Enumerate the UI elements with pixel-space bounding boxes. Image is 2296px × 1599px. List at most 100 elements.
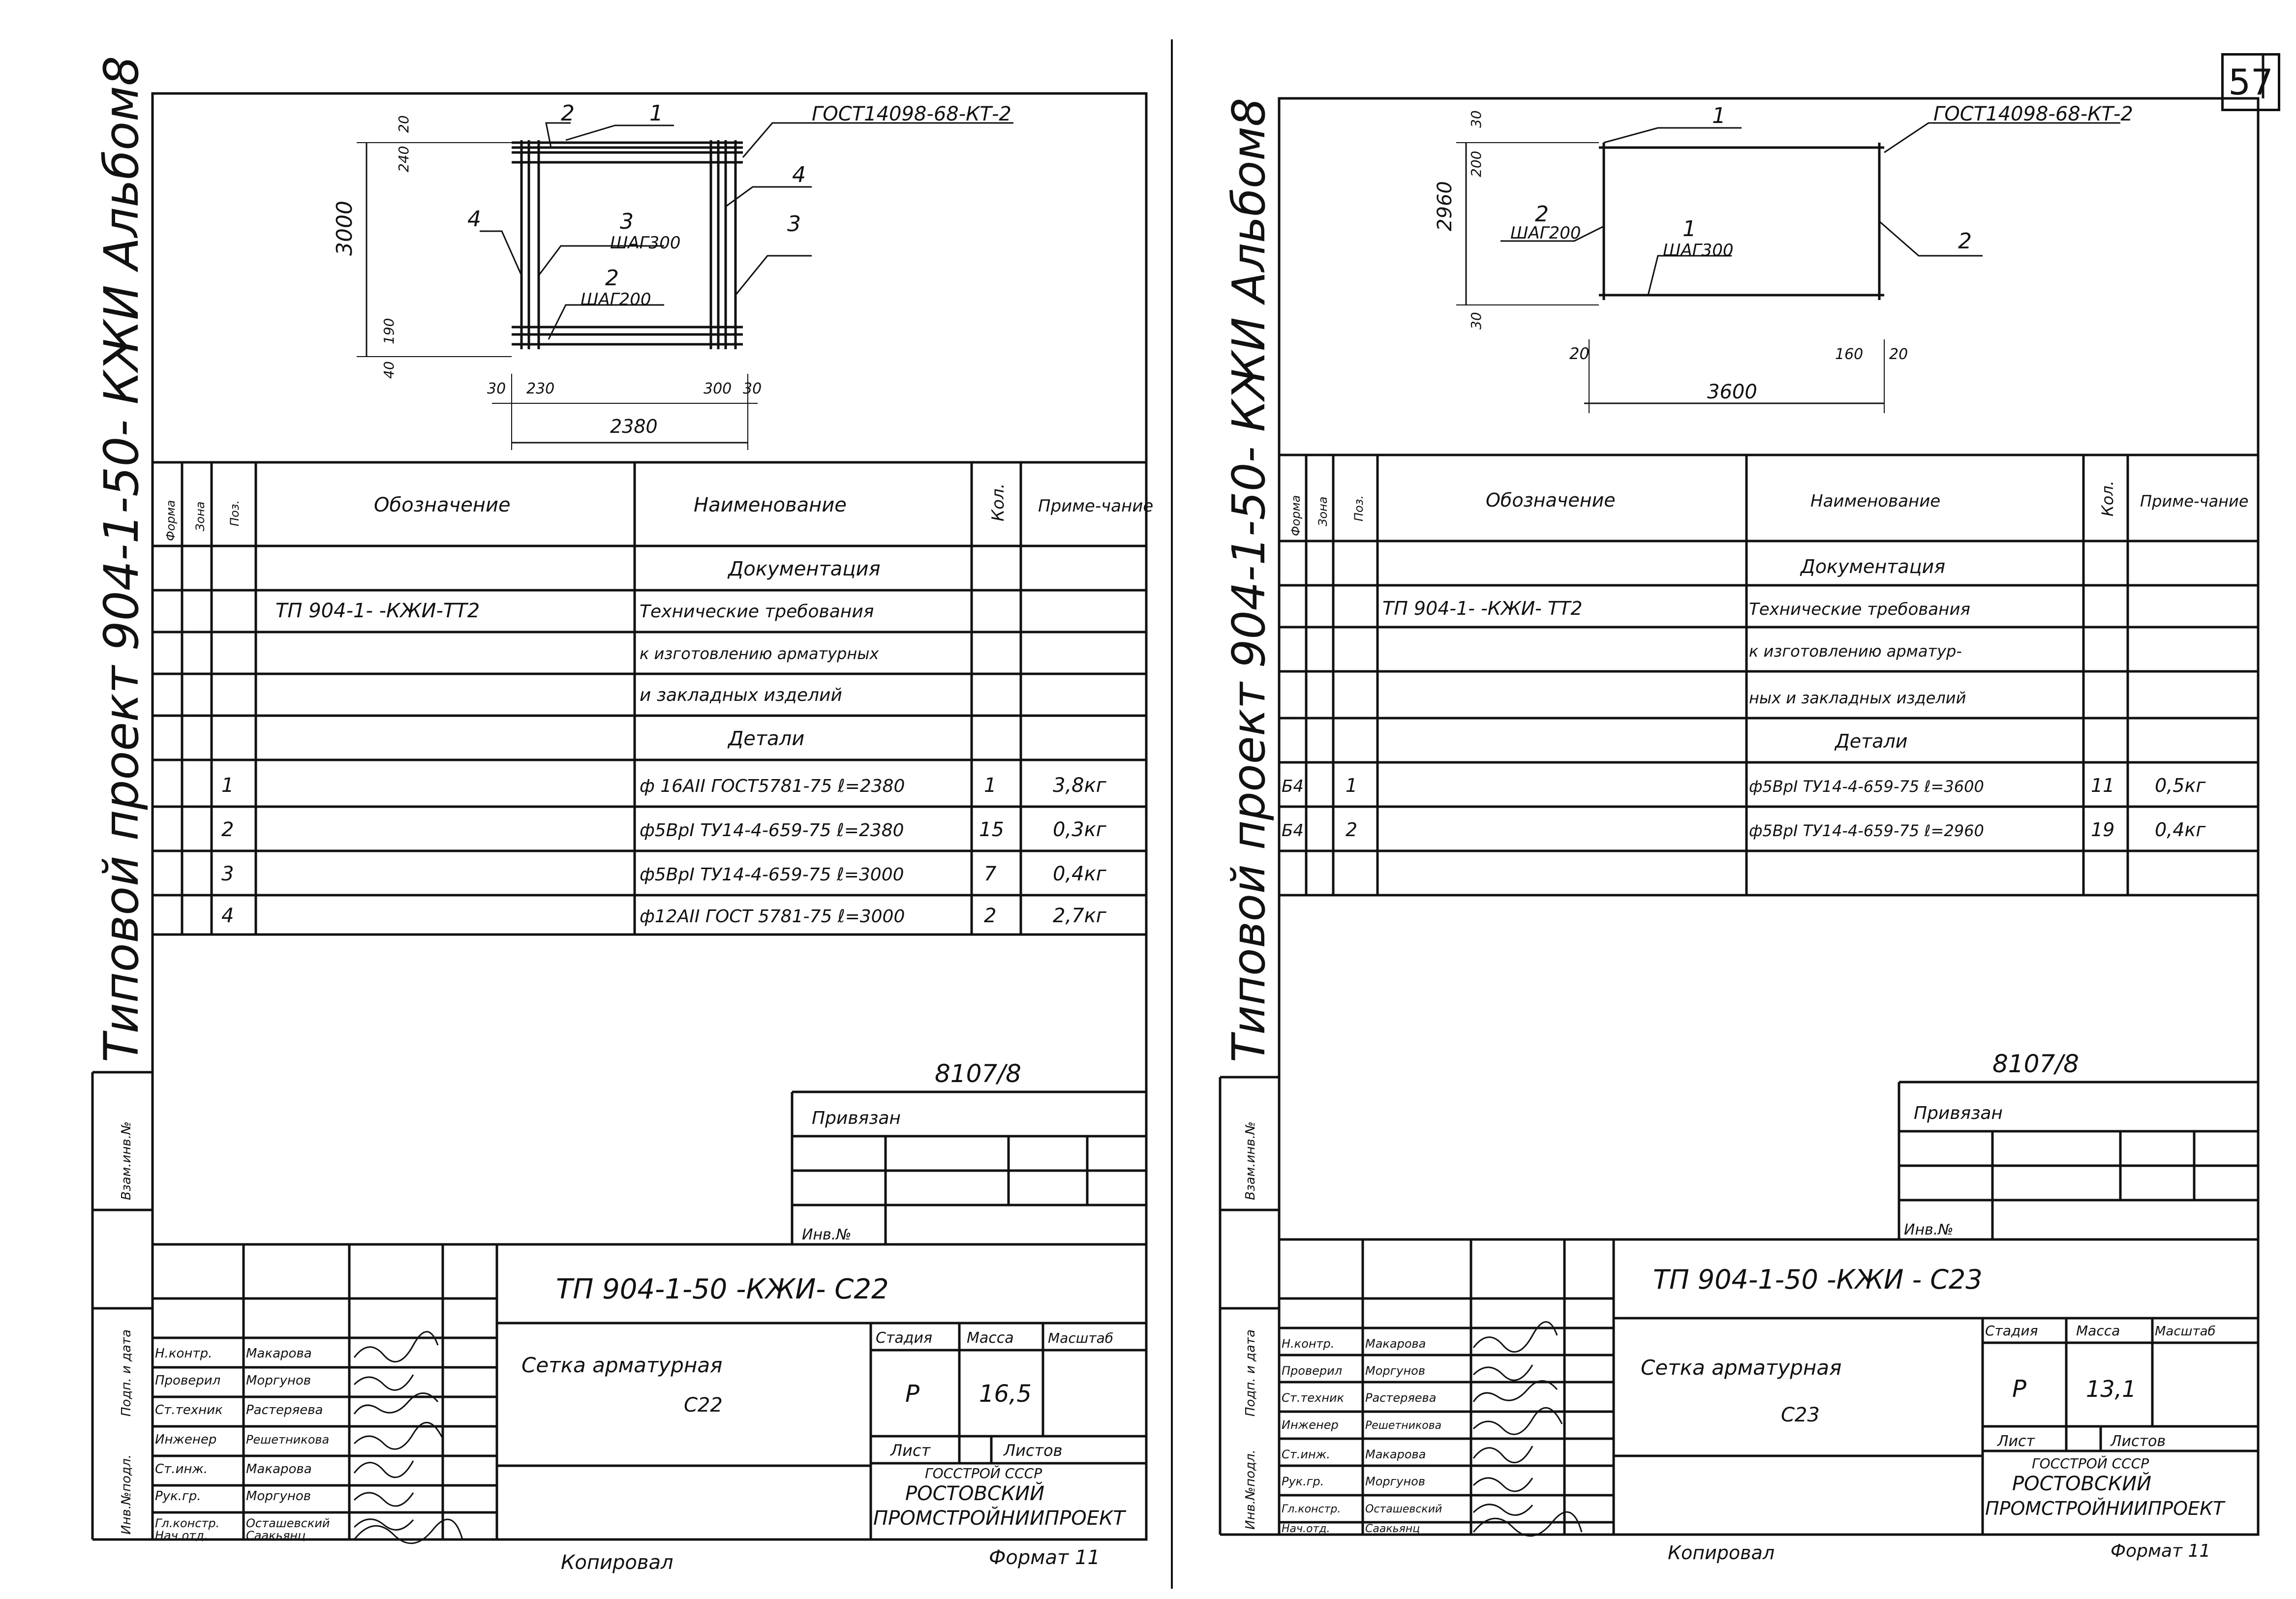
right-role-1: Н.контр.: [1282, 1337, 1334, 1351]
left-name-1: Макарова: [246, 1346, 312, 1361]
left-name-8: Саакьянц: [246, 1529, 306, 1542]
right-mesh-drawing: [1456, 122, 2120, 413]
left-doc-line-3: и закладных изделий: [640, 685, 842, 705]
left-org3: ПРОМСТРОЙНИИПРОЕКТ: [873, 1506, 1127, 1530]
left-dim-40: 40: [381, 361, 397, 379]
left-dim-30a: 30: [487, 380, 506, 397]
left-hdr-designation: Обозначение: [374, 494, 511, 516]
left-dim-240: 240: [396, 146, 412, 172]
left-role-3: Ст.техник: [155, 1403, 223, 1418]
left-sheet-label: Лист: [890, 1441, 931, 1460]
right-callout-2a: 2: [1535, 202, 1549, 227]
left-hdr-note: Приме-чание: [1038, 496, 1153, 516]
right-name-3: Растеряева: [1365, 1391, 1436, 1405]
right-mass-hdr: Масса: [2076, 1323, 2120, 1339]
left-gost-label: ГОСТ14098-68-КТ-2: [812, 103, 1011, 125]
left-stage-hdr: Стадия: [876, 1329, 932, 1347]
left-frame: [151, 92, 1148, 1541]
right-name-1: Макарова: [1365, 1337, 1426, 1351]
left-name-4: Решетникова: [246, 1433, 329, 1447]
page-number-text: 57: [2228, 61, 2273, 103]
left-hdr-zona: Зона: [193, 502, 207, 531]
left-stage: Р: [905, 1380, 919, 1408]
right-row1-name: ф5ВрI ТУ14-4-659-75 ℓ=3600: [1749, 777, 1984, 796]
right-privyazan: Привязан: [1914, 1103, 2003, 1123]
right-doc-designation: ТП 904-1- -КЖИ- ТТ2: [1382, 598, 1583, 619]
left-section-docs: Документация: [727, 558, 881, 580]
left-section-details: Детали: [727, 727, 804, 750]
left-copied: Копировал: [561, 1551, 673, 1574]
left-row4-name: ф12АII ГОСТ 5781-75 ℓ=3000: [640, 906, 905, 927]
left-title-1: Сетка арматурная: [521, 1353, 722, 1377]
left-row2-note: 0,3кг: [1053, 818, 1107, 841]
left-archive-no: 8107/8: [935, 1059, 1021, 1088]
left-step-mark-3: 3: [620, 209, 634, 234]
right-dim-160: 160: [1835, 346, 1863, 363]
right-org3: ПРОМСТРОЙНИИПРОЕКТ: [1985, 1498, 2226, 1519]
right-hdr-zona: Зона: [1316, 497, 1330, 526]
right-section-details: Детали: [1834, 730, 1907, 752]
left-dim-230: 230: [526, 380, 554, 397]
right-row2-name: ф5ВрI ТУ14-4-659-75 ℓ=2960: [1749, 821, 1984, 840]
left-role-6: Рук.гр.: [155, 1489, 201, 1504]
left-signatures: [353, 1331, 463, 1544]
left-mass-hdr: Масса: [967, 1329, 1014, 1347]
right-callout-1b: 1: [1683, 216, 1696, 241]
page-number: 57: [2221, 53, 2280, 111]
right-hdr-forma: Форма: [1289, 495, 1303, 536]
left-role-2: Проверил: [155, 1373, 220, 1388]
left-hdr-poz: Поз.: [228, 500, 242, 526]
left-format: Формат 11: [989, 1546, 1100, 1569]
left-callout-3b: 3: [787, 211, 801, 237]
right-row1-forma: Б4: [1282, 777, 1304, 796]
right-side-sign: Подп. и дата: [1243, 1329, 1258, 1417]
right-role-6: Рук.гр.: [1282, 1475, 1324, 1488]
left-doc-line-1: Технические требования: [640, 602, 874, 622]
left-hdr-forma: Форма: [164, 500, 178, 541]
left-dim-190: 190: [381, 318, 397, 344]
left-dim-2380: 2380: [610, 416, 658, 437]
right-frame: [1278, 97, 2260, 1536]
right-callout-2b: 2: [1958, 229, 1972, 254]
left-role-8: Нач.отд.: [155, 1529, 208, 1542]
left-step-300: ШАГ300: [610, 233, 680, 253]
right-dim-30a: 30: [1468, 110, 1484, 128]
left-row4-poz: 4: [221, 905, 234, 927]
right-org1: ГОССТРОЙ СССР: [2032, 1455, 2149, 1472]
right-title-1: Сетка арматурная: [1641, 1356, 1841, 1380]
right-role-8: Нач.отд.: [1282, 1523, 1330, 1535]
left-scale-hdr: Масштаб: [1048, 1330, 1113, 1346]
left-hdr-qty: Кол.: [988, 483, 1008, 521]
left-mesh-drawing: [357, 122, 1013, 450]
right-role-7: Гл.констр.: [1282, 1503, 1341, 1515]
right-stage: Р: [2012, 1375, 2026, 1403]
left-side-sign: Подп. и дата: [119, 1329, 134, 1417]
right-sheets-label: Листов: [2110, 1433, 2166, 1450]
right-name-8: Саакьянц: [1365, 1523, 1420, 1535]
left-row1-qty: 1: [984, 774, 996, 797]
left-side-replace: Взам.инв.№: [119, 1121, 134, 1200]
right-name-4: Решетникова: [1365, 1419, 1441, 1432]
left-doc-designation: ТП 904-1- -КЖИ-ТТ2: [276, 600, 480, 622]
right-row2-note: 0,4кг: [2155, 819, 2206, 841]
left-doc-line-2: к изготовлению арматурных: [640, 644, 880, 663]
left-row1-name: ф 16АII ГОСТ5781-75 ℓ=2380: [640, 776, 905, 796]
left-privyazan: Привязан: [812, 1108, 901, 1128]
left-row1-note: 3,8кг: [1053, 774, 1107, 797]
right-doc-line-3: ных и закладных изделий: [1749, 689, 1966, 707]
sheet-separator: [1171, 39, 1173, 1589]
left-name-7: Осташевский: [246, 1516, 330, 1530]
left-row1-poz: 1: [221, 774, 234, 797]
right-role-5: Ст.инж.: [1282, 1448, 1330, 1461]
left-callout-1: 1: [649, 101, 663, 126]
right-doc-line-1: Технические требования: [1749, 600, 1970, 619]
left-inv-no: Инв.№: [802, 1226, 851, 1243]
right-role-3: Ст.техник: [1282, 1391, 1345, 1405]
left-mass: 16,5: [979, 1380, 1032, 1408]
right-inv-no: Инв.№: [1904, 1221, 1953, 1238]
left-name-5: Макарова: [246, 1462, 312, 1477]
right-code: ТП 904-1-50 -КЖИ - С23: [1653, 1264, 1983, 1295]
right-archive-no: 8107/8: [1992, 1050, 2079, 1078]
right-row2-poz: 2: [1346, 819, 1357, 841]
right-scale-hdr: Масштаб: [2155, 1324, 2216, 1339]
